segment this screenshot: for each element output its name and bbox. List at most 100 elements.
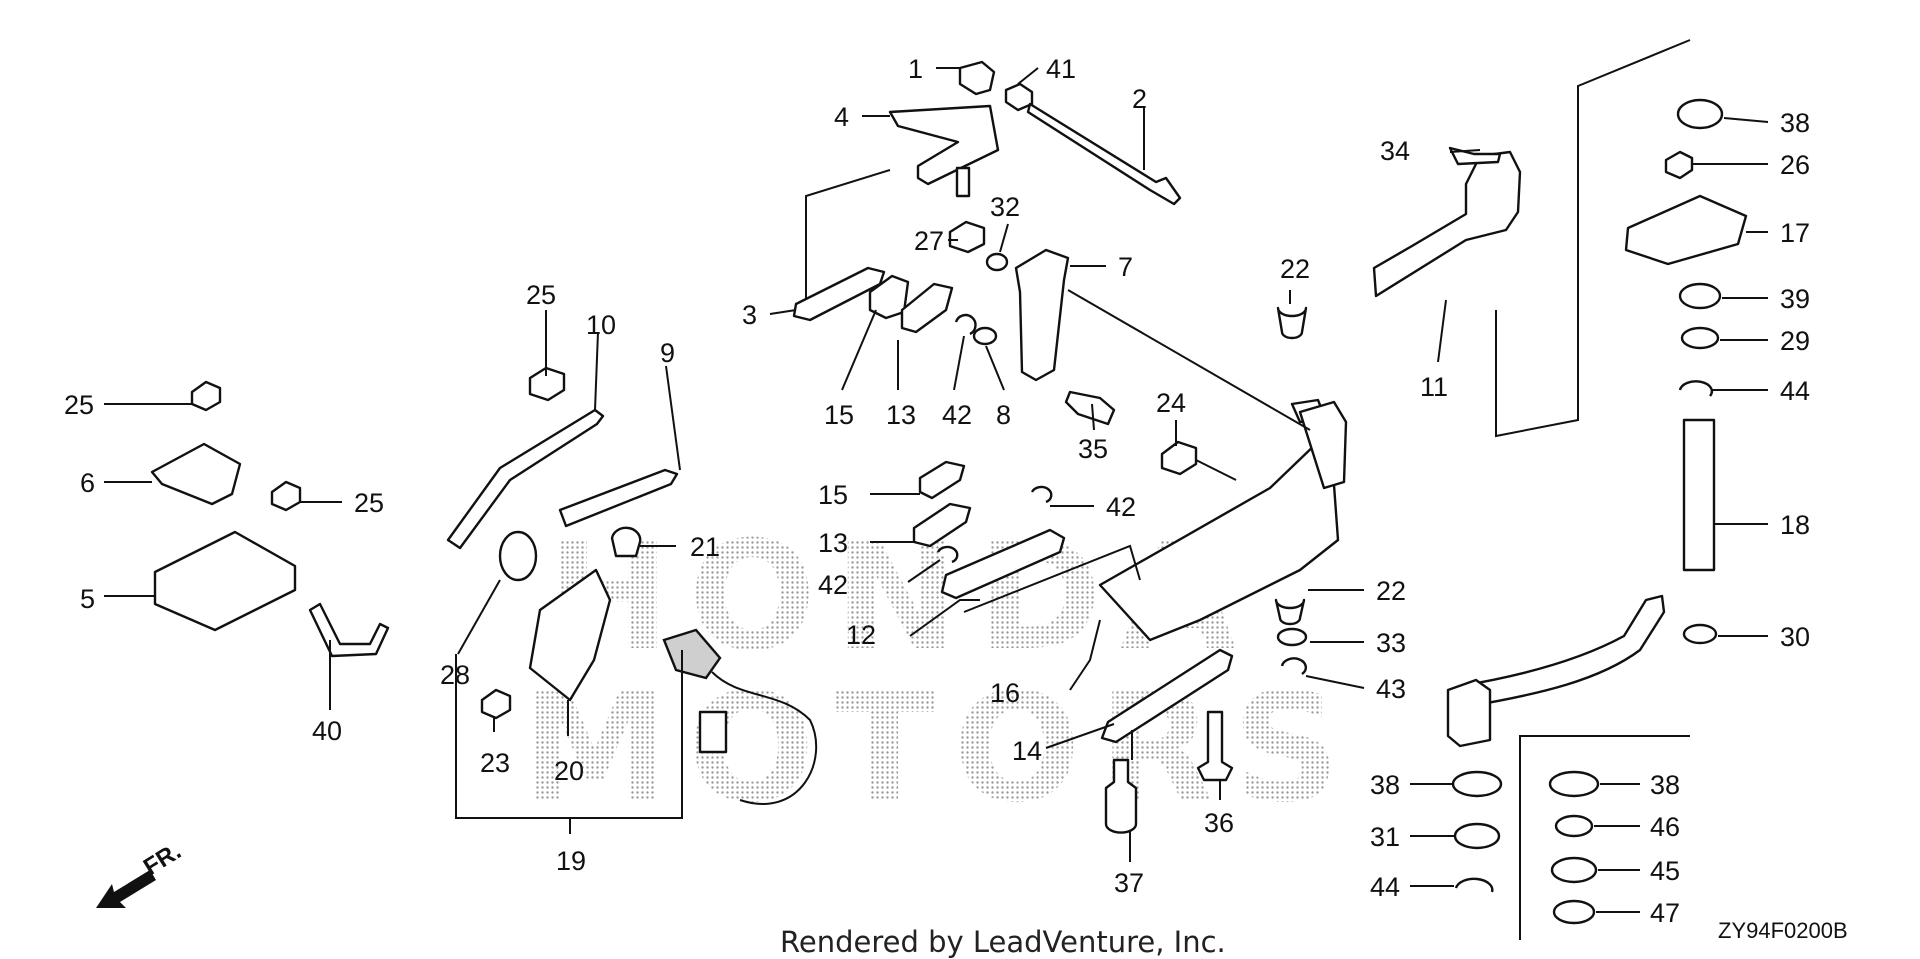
part-29-washer <box>1680 326 1720 350</box>
part-32-washer <box>985 252 1009 272</box>
callout-38c: 38 <box>1650 770 1680 800</box>
callout-25b: 25 <box>64 390 94 420</box>
part-4-arm <box>888 104 1000 186</box>
callout-44a: 44 <box>1780 376 1810 406</box>
callout-5: 5 <box>80 584 95 614</box>
part-22-lower <box>1274 598 1306 626</box>
part-14-slider <box>1100 648 1234 744</box>
callout-40: 40 <box>312 716 342 746</box>
watermark-line2: MOTORS <box>520 662 1358 836</box>
callout-15b: 15 <box>818 480 848 510</box>
front-direction-indicator: FR. <box>96 838 186 908</box>
callout-8: 8 <box>996 400 1011 430</box>
part-33-washer <box>1276 627 1308 647</box>
callout-35: 35 <box>1078 434 1108 464</box>
part-38c-washer <box>1548 770 1600 798</box>
part-46-washer <box>1554 814 1594 838</box>
part-6-cover <box>150 442 242 506</box>
part-15-lower <box>918 460 966 500</box>
callout-23: 23 <box>480 748 510 778</box>
part-44a-clip <box>1678 380 1714 397</box>
part-18-shaft <box>1682 418 1716 572</box>
part-42-clip-upper <box>954 313 977 336</box>
part-19-switch <box>662 628 722 680</box>
part-39-oring <box>1678 282 1722 310</box>
callout-27: 27 <box>914 226 944 256</box>
part-28-ring <box>498 530 538 582</box>
callout-45: 45 <box>1650 856 1680 886</box>
callout-20: 20 <box>554 756 584 786</box>
part-43-clip <box>1280 657 1307 675</box>
part-7-lever <box>1014 248 1070 382</box>
part-21-clamp <box>610 526 642 558</box>
callout-18: 18 <box>1780 510 1810 540</box>
part-38b-washer <box>1451 770 1503 798</box>
callout-25a: 25 <box>526 280 556 310</box>
callout-42c: 42 <box>818 570 848 600</box>
part-41-nut <box>1004 82 1034 112</box>
part-19-connector <box>698 710 728 754</box>
callout-42a: 42 <box>942 400 972 430</box>
callout-37: 37 <box>1114 868 1144 898</box>
part-40-clip <box>308 602 390 658</box>
callout-39: 39 <box>1780 284 1810 314</box>
part-38a-seal <box>1676 98 1724 130</box>
callout-22b: 22 <box>1376 576 1406 606</box>
part-8-washer <box>972 326 998 346</box>
part-25b-bolt <box>190 380 222 412</box>
callout-25c: 25 <box>354 488 384 518</box>
callout-3: 3 <box>742 300 757 330</box>
callout-30: 30 <box>1780 622 1810 652</box>
callout-38b: 38 <box>1370 770 1400 800</box>
callout-44b: 44 <box>1370 872 1400 902</box>
part-42-clip-mid <box>1030 485 1053 504</box>
callout-32: 32 <box>990 192 1020 222</box>
part-27-bolt <box>948 220 986 254</box>
callout-2: 2 <box>1132 84 1147 114</box>
footer-credit: Rendered by LeadVenture, Inc. <box>780 925 1226 959</box>
callout-17: 17 <box>1780 218 1810 248</box>
part-5-base <box>153 530 297 632</box>
part-13-upper <box>900 282 954 334</box>
callout-46: 46 <box>1650 812 1680 842</box>
diagram-code: ZY94F0200B <box>1718 918 1848 943</box>
part-24-bolt <box>1160 440 1198 476</box>
callout-28: 28 <box>440 660 470 690</box>
part-17-holder <box>1624 194 1748 266</box>
callout-22a: 22 <box>1280 254 1310 284</box>
part-4-pin <box>955 166 971 198</box>
part-20-bracket <box>528 568 612 702</box>
callout-14: 14 <box>1012 736 1042 766</box>
callout-31: 31 <box>1370 822 1400 852</box>
callout-36: 36 <box>1204 808 1234 838</box>
callout-4: 4 <box>834 102 849 132</box>
callout-12: 12 <box>846 620 876 650</box>
callout-19: 19 <box>556 846 586 876</box>
part-26-bolt <box>1664 150 1694 180</box>
callout-13b: 13 <box>818 528 848 558</box>
callout-29: 29 <box>1780 326 1810 356</box>
callout-16: 16 <box>990 678 1020 708</box>
callout-13a: 13 <box>886 400 916 430</box>
callout-43: 43 <box>1376 674 1406 704</box>
callout-9: 9 <box>660 338 675 368</box>
part-19-wire <box>711 671 818 805</box>
part-47-ring <box>1552 899 1596 925</box>
part-22-upper <box>1276 306 1308 340</box>
part-9-plate <box>558 468 679 528</box>
part-31-washer <box>1453 822 1501 850</box>
part-45-washer <box>1550 856 1598 884</box>
callout-6: 6 <box>80 468 95 498</box>
part-36-bolt <box>1196 710 1234 782</box>
callout-41: 41 <box>1046 54 1076 84</box>
part-30-washer <box>1682 623 1718 645</box>
callout-38a: 38 <box>1780 108 1810 138</box>
callout-34: 34 <box>1380 136 1410 166</box>
callout-15a: 15 <box>824 400 854 430</box>
callout-11: 11 <box>1420 372 1448 402</box>
callout-26: 26 <box>1780 150 1810 180</box>
callout-7: 7 <box>1118 252 1133 282</box>
callout-47: 47 <box>1650 898 1680 928</box>
front-arrow-icon <box>96 870 156 908</box>
